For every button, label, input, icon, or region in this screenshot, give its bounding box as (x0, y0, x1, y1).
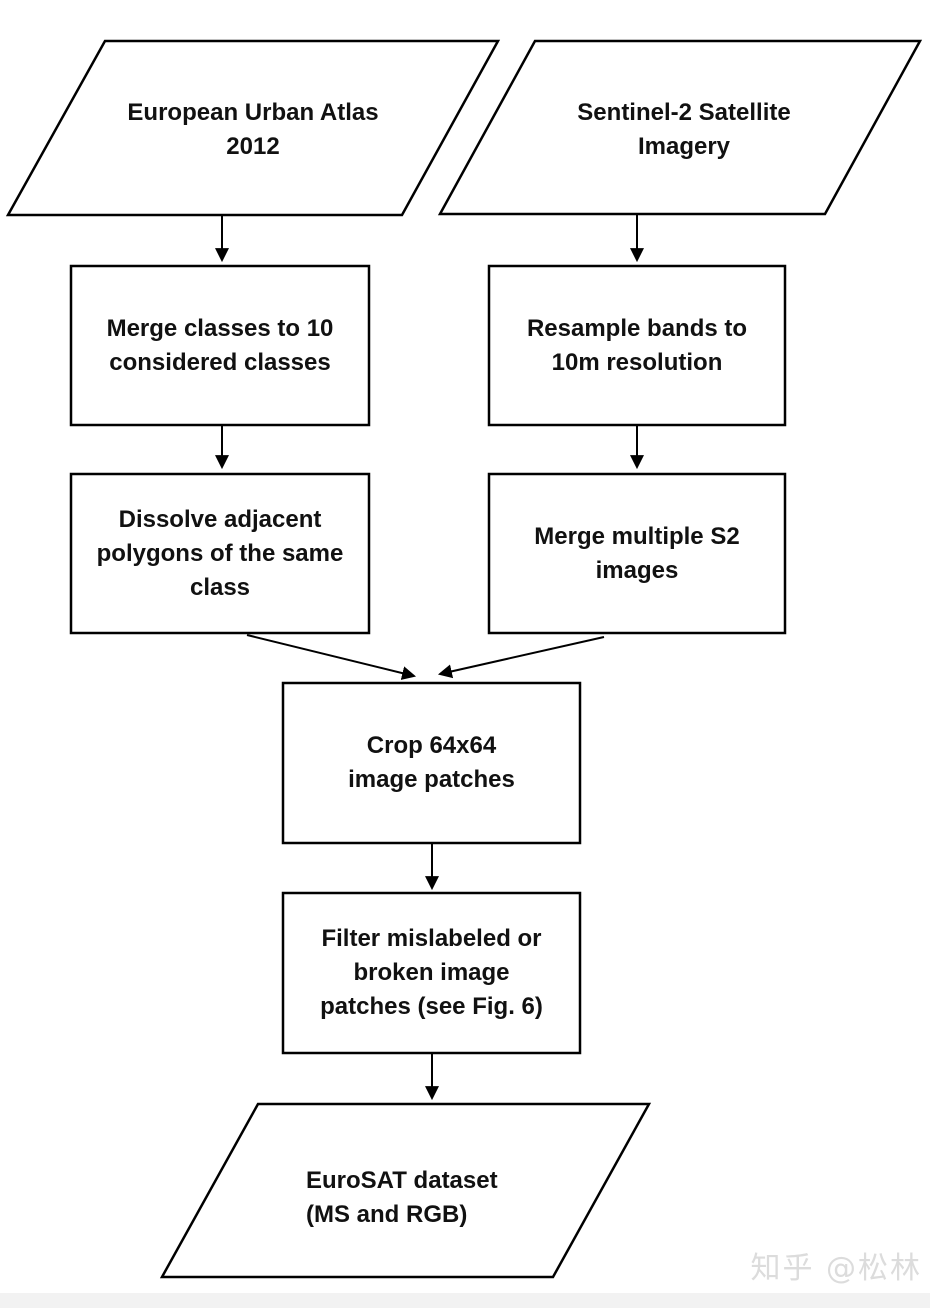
watermark: 知乎 @松林 (750, 1251, 922, 1286)
resample-bands-box (487, 264, 787, 427)
footer-strip (0, 1293, 930, 1308)
merge-s2-box (487, 472, 787, 635)
arrow-dissolve-polygons-to-crop-patches (246, 634, 417, 680)
dissolve-polygons-box (69, 472, 371, 635)
filter-patches-box (281, 891, 582, 1055)
eurosat-dataset-shape (159, 1102, 652, 1279)
merge-classes-box (69, 264, 371, 427)
arrow-merge-s2-to-crop-patches (437, 636, 605, 679)
sentinel-2-shape (437, 39, 923, 216)
urban-atlas-shape (5, 39, 501, 217)
crop-patches-box (281, 681, 582, 845)
